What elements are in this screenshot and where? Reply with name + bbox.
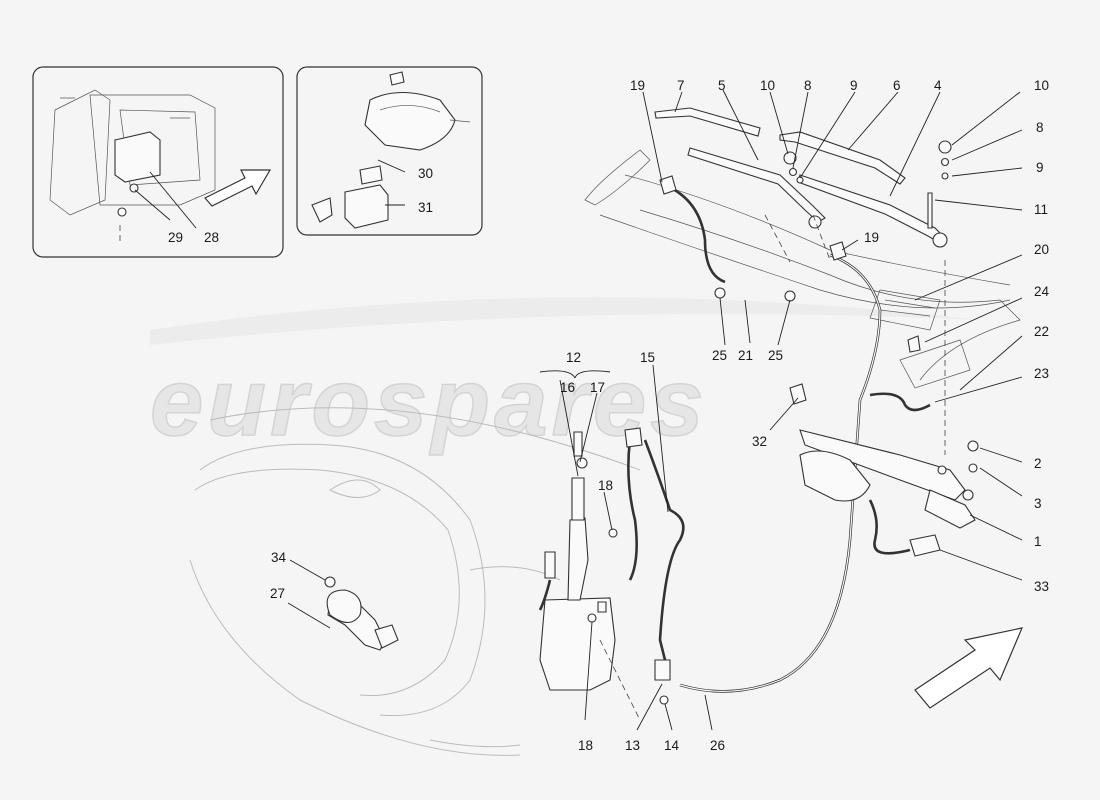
wiper-arm-left bbox=[687, 147, 826, 229]
callout-14: 14 bbox=[664, 738, 680, 753]
callout-7: 7 bbox=[677, 78, 685, 93]
guide-dashed-lines bbox=[119, 214, 946, 721]
horn-assembly bbox=[324, 576, 399, 651]
callout-31: 31 bbox=[418, 200, 433, 215]
callout-17: 17 bbox=[590, 380, 605, 395]
control-unit-bracket bbox=[49, 89, 216, 217]
bolt-18a bbox=[608, 528, 618, 538]
cowl-panel bbox=[584, 149, 1021, 389]
callout-6: 6 bbox=[893, 78, 901, 93]
washer-pump-wiring bbox=[538, 427, 685, 681]
callout-10-right: 10 bbox=[1034, 78, 1049, 93]
callout-25-left: 25 bbox=[712, 348, 727, 363]
callout-1: 1 bbox=[1034, 534, 1042, 549]
callout-5: 5 bbox=[718, 78, 726, 93]
wiper-arm-right bbox=[797, 174, 948, 248]
callout-11: 11 bbox=[1034, 202, 1048, 217]
grommet-32 bbox=[789, 383, 807, 405]
callout-13: 13 bbox=[625, 738, 640, 753]
callout-34: 34 bbox=[271, 550, 287, 565]
leader-lines bbox=[134, 89, 1023, 731]
callout-33: 33 bbox=[1034, 579, 1049, 594]
clip-24 bbox=[907, 335, 921, 353]
callout-22: 22 bbox=[1034, 324, 1049, 339]
callout-18-upper: 18 bbox=[598, 478, 613, 493]
callout-19-left: 19 bbox=[630, 78, 645, 93]
callout-9-top: 9 bbox=[850, 78, 858, 93]
callout-19-center: 19 bbox=[864, 230, 879, 245]
nozzle-19b bbox=[829, 241, 847, 261]
watermark-swoosh bbox=[150, 297, 980, 345]
wiper-motor-linkage bbox=[799, 429, 976, 557]
callout-15: 15 bbox=[640, 350, 655, 365]
nut-14 bbox=[659, 695, 669, 705]
callout-18-lower: 18 bbox=[578, 738, 593, 753]
nozzle-19a bbox=[659, 175, 677, 195]
rain-sensor-assembly bbox=[311, 71, 471, 229]
callout-20: 20 bbox=[1034, 242, 1049, 257]
callout-28: 28 bbox=[204, 230, 219, 245]
callout-4: 4 bbox=[934, 78, 942, 93]
callout-32: 32 bbox=[752, 434, 767, 449]
inset-box-control-unit bbox=[32, 66, 284, 258]
washer-reservoir bbox=[539, 431, 616, 691]
callout-8-right: 8 bbox=[1036, 120, 1044, 135]
callout-2: 2 bbox=[1034, 456, 1042, 471]
wiper-blade-right bbox=[779, 131, 906, 185]
bolt-washer-2-3 bbox=[967, 440, 979, 473]
callout-10-top: 10 bbox=[760, 78, 775, 93]
nut-cap-set-right bbox=[927, 140, 952, 229]
callout-3: 3 bbox=[1034, 496, 1042, 511]
watermark-text: eurospares bbox=[150, 349, 708, 456]
bolt-18b bbox=[587, 613, 597, 623]
hose-connector-23 bbox=[869, 392, 931, 412]
callout-23: 23 bbox=[1034, 366, 1049, 381]
inset-box-sensor bbox=[296, 66, 483, 236]
washer-hose-main bbox=[664, 183, 882, 693]
callout-8-top: 8 bbox=[804, 78, 812, 93]
callout-16: 16 bbox=[560, 380, 575, 395]
callout-labels: 1 2 3 4 5 6 7 8 8 9 9 10 10 11 12 13 14 … bbox=[168, 78, 1050, 753]
direction-arrow-inset bbox=[204, 169, 272, 207]
callout-24: 24 bbox=[1034, 284, 1050, 299]
callout-25-right: 25 bbox=[768, 348, 783, 363]
callout-9-right: 9 bbox=[1036, 160, 1044, 175]
wiper-blade-left bbox=[654, 107, 761, 137]
nut-cap-set-center bbox=[783, 151, 804, 184]
direction-arrow-main bbox=[914, 627, 1023, 709]
callout-27: 27 bbox=[270, 586, 285, 601]
callout-26: 26 bbox=[710, 738, 725, 753]
callout-12: 12 bbox=[566, 350, 581, 365]
callout-21: 21 bbox=[738, 348, 753, 363]
callout-30: 30 bbox=[418, 166, 433, 181]
callout-29: 29 bbox=[168, 230, 183, 245]
hose-clip-25b bbox=[784, 290, 796, 302]
hose-clip-25a bbox=[714, 287, 726, 299]
